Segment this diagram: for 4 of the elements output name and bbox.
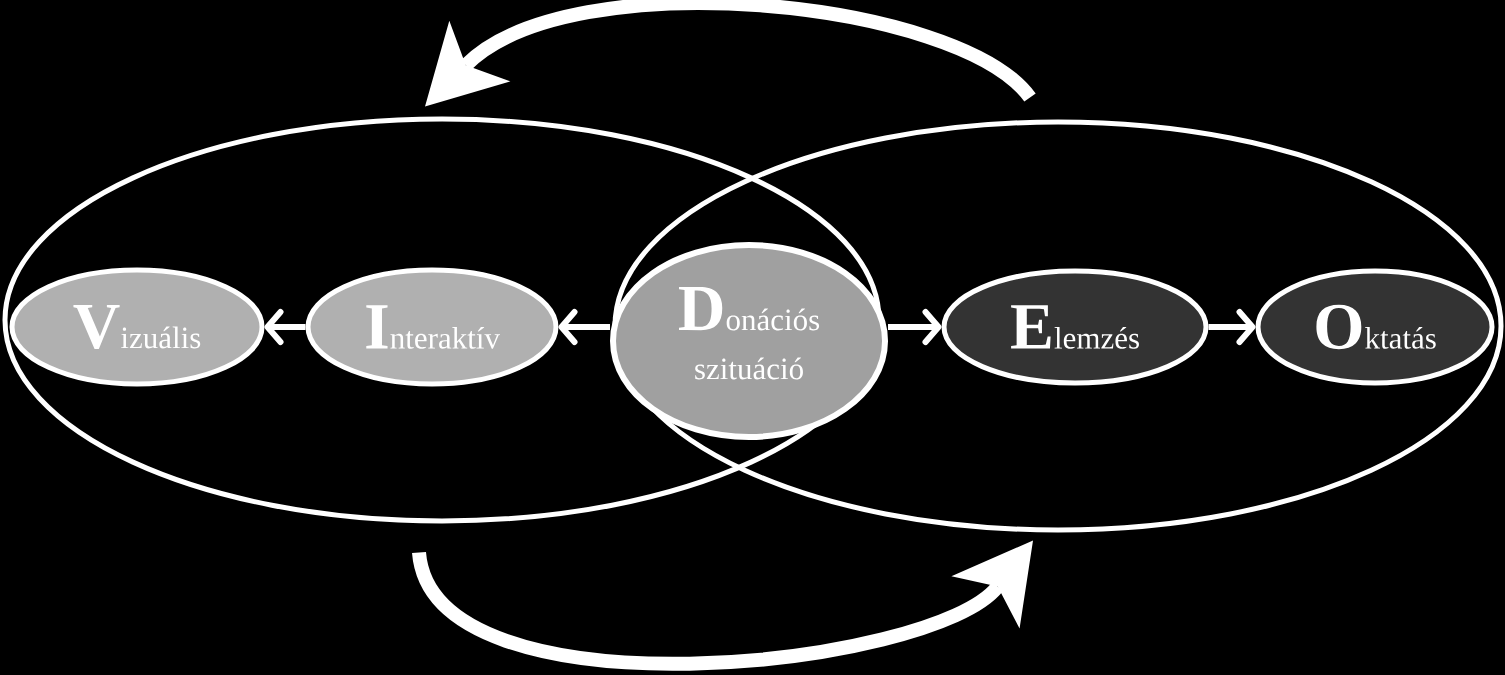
large-ellipse [2, 116, 882, 524]
curved-arrow [425, 0, 1035, 107]
large-ellipse [612, 119, 1504, 533]
curved-arrow [412, 540, 1033, 671]
